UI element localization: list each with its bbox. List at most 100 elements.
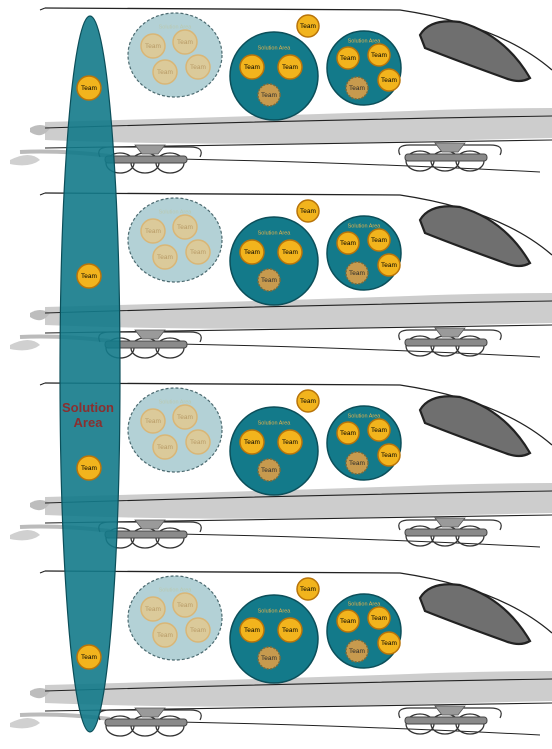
team-circle: Team (368, 419, 390, 441)
team-circle: Team (173, 215, 197, 239)
team-label: Team (261, 655, 277, 662)
team-circle: Team (186, 430, 210, 454)
team-circle: Team (337, 422, 359, 444)
train-windshield (420, 584, 530, 644)
solution-area-label: Solution Area (348, 601, 382, 607)
team-label: Team (145, 43, 161, 50)
team-label: Team (340, 430, 356, 437)
team-circle: Team (173, 405, 197, 429)
team-circle: Team (297, 578, 319, 600)
train-windshield (420, 396, 530, 456)
team-circle: Team (278, 618, 302, 642)
team-label: Team (349, 85, 365, 92)
team-circle: Team (240, 55, 264, 79)
solution-area-column (60, 16, 120, 732)
team-label: Team (381, 77, 397, 84)
team-label: Team (157, 69, 173, 76)
team-circle: Team (240, 618, 264, 642)
team-circle: Team (153, 435, 177, 459)
team-label: Team (381, 262, 397, 269)
team-label: Team (371, 615, 387, 622)
team-label: Team (177, 39, 193, 46)
team-circle: Team (258, 647, 280, 669)
team-circle: Team (77, 76, 101, 100)
wheel-bogie (399, 328, 502, 356)
team-label: Team (282, 249, 298, 256)
team-label: Team (340, 55, 356, 62)
team-circle: Team (297, 390, 319, 412)
team-label: Team (244, 627, 260, 634)
team-circle: Team (297, 15, 319, 37)
team-label: Team (145, 606, 161, 613)
team-label: Team (190, 64, 206, 71)
wheel-bogie (399, 518, 502, 546)
team-label: Team (190, 439, 206, 446)
team-label: Team (177, 224, 193, 231)
team-circle: Team (378, 444, 400, 466)
team-label: Team (340, 240, 356, 247)
team-label: Team (177, 414, 193, 421)
team-circle: Team (153, 60, 177, 84)
team-circle: Team (173, 593, 197, 617)
team-label: Team (349, 648, 365, 655)
train-windshield (420, 206, 530, 266)
wheel-bogie (399, 143, 502, 171)
team-circle: Team (346, 640, 368, 662)
solution-area-label: Solution Area (348, 223, 382, 229)
team-label: Team (340, 618, 356, 625)
solution-area-label: Solution Area (258, 45, 292, 51)
team-circle: Team (240, 240, 264, 264)
team-circle: Team (77, 645, 101, 669)
team-label: Team (282, 627, 298, 634)
team-circle: Team (258, 459, 280, 481)
team-label: Team (81, 465, 97, 472)
team-circle: Team (186, 55, 210, 79)
team-circle: Team (258, 269, 280, 291)
team-label: Team (177, 602, 193, 609)
team-circle: Team (240, 430, 264, 454)
team-circle: Team (186, 618, 210, 642)
team-circle: Team (186, 240, 210, 264)
team-label: Team (282, 439, 298, 446)
team-label: Team (381, 452, 397, 459)
team-circle: Team (378, 69, 400, 91)
team-label: Team (244, 249, 260, 256)
team-circle: Team (337, 232, 359, 254)
team-circle: Team (258, 84, 280, 106)
solution-area-label: Solution Area (258, 230, 292, 236)
team-circle: Team (77, 264, 101, 288)
team-label: Team (261, 277, 277, 284)
solution-area-cluster: Solution AreaTeamTeamTeamTeam (327, 406, 401, 480)
team-label: Team (157, 254, 173, 261)
team-label: Team (244, 439, 260, 446)
team-circle: Team (141, 597, 165, 621)
team-label: Team (190, 627, 206, 634)
team-label: Team (145, 418, 161, 425)
solution-area-cluster: Solution AreaTeamTeamTeam (230, 595, 318, 683)
team-circle: Team (153, 623, 177, 647)
team-circle: Team (378, 254, 400, 276)
team-circle: Team (368, 44, 390, 66)
team-label: Team (261, 92, 277, 99)
team-label: Team (371, 52, 387, 59)
team-circle: Team (141, 34, 165, 58)
team-label: Team (81, 85, 97, 92)
team-label: Team (349, 270, 365, 277)
team-circle: Team (297, 200, 319, 222)
team-circle: Team (337, 47, 359, 69)
team-label: Team (349, 460, 365, 467)
team-label: Team (381, 640, 397, 647)
solution-area-label: Solution Area (348, 38, 382, 44)
team-circle: Team (141, 409, 165, 433)
team-circle: Team (378, 632, 400, 654)
faded-team-cluster: Solution AreaTeamTeamTeamTeam (128, 198, 222, 282)
team-circle: Team (346, 77, 368, 99)
solution-area-label: Solution Area (258, 608, 292, 614)
team-label: Team (371, 427, 387, 434)
team-label: Team (81, 654, 97, 661)
